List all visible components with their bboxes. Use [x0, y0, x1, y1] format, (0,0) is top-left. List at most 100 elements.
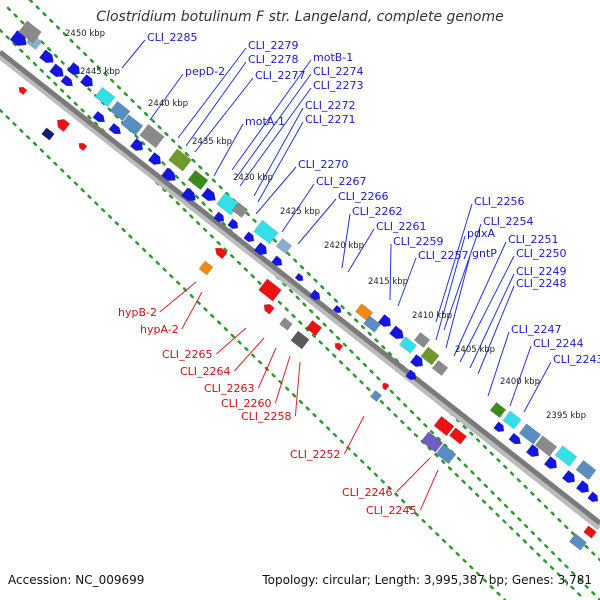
forward-gene: [253, 242, 267, 255]
reverse-gene: [435, 443, 457, 465]
gene-label-forward: CLI_2270: [298, 158, 349, 171]
forward-gene: [377, 314, 391, 327]
kbp-tick-label: 2450 kbp: [65, 29, 105, 39]
gene-label-forward: pepD-2: [185, 65, 225, 78]
label-leader-line: [159, 281, 197, 313]
forward-gene: [363, 315, 381, 333]
forward-gene: [109, 100, 131, 122]
gene-label-forward: CLI_2274: [313, 65, 364, 78]
label-leader-line: [445, 255, 471, 349]
label-leader-line: [181, 291, 203, 330]
label-leader-line: [341, 213, 351, 269]
reverse-gene: [263, 303, 275, 315]
forward-gene: [108, 122, 122, 135]
reverse-gene: [290, 330, 310, 350]
reverse-gene: [433, 415, 455, 437]
forward-gene: [489, 402, 507, 418]
gene-label-reverse: CLI_2245: [366, 504, 417, 517]
forward-gene: [139, 123, 165, 149]
forward-gene: [518, 423, 542, 445]
label-leader-line: [281, 183, 315, 233]
forward-gene: [525, 444, 539, 457]
gene-label-forward: CLI_2285: [147, 31, 198, 44]
gene-label-forward: motB-1: [313, 51, 353, 64]
forward-gene: [575, 459, 597, 481]
gene-label-forward: motA-1: [245, 115, 285, 128]
label-leader-line: [194, 77, 254, 153]
label-leader-line: [389, 243, 392, 301]
forward-gene: [94, 86, 116, 108]
forward-gene: [129, 138, 143, 151]
label-leader-line: [347, 228, 375, 273]
reverse-gene: [449, 427, 467, 445]
label-leader-line: [234, 337, 265, 372]
reverse-gene: [583, 525, 597, 539]
forward-gene: [18, 20, 42, 44]
gene-label-forward: CLI_2271: [305, 113, 356, 126]
gene-label-forward: pdxA: [467, 227, 495, 240]
label-leader-line: [149, 73, 184, 121]
gene-label-forward: CLI_2243: [553, 353, 600, 366]
forward-gene: [543, 456, 557, 469]
forward-gene: [294, 272, 304, 282]
reverse-gene: [334, 342, 344, 352]
label-leader-line: [274, 355, 291, 404]
gene-label-forward: CLI_2256: [474, 195, 525, 208]
forward-gene: [168, 148, 192, 172]
reverse-gene: [78, 142, 88, 152]
gene-label-forward: CLI_2250: [516, 247, 567, 260]
gene-label-reverse: CLI_2263: [204, 382, 255, 395]
gene-label-forward: CLI_2272: [305, 99, 356, 112]
gene-label-reverse: CLI_2258: [241, 410, 292, 423]
forward-gene: [187, 169, 209, 191]
gene-label-reverse: hypA-2: [140, 323, 179, 336]
forward-gene: [92, 110, 106, 123]
gene-label-forward: gntP: [472, 247, 497, 260]
kbp-tick-label: 2425 kbp: [280, 207, 320, 217]
forward-gene: [508, 432, 522, 445]
kbp-tick-label: 2445 kbp: [80, 67, 120, 77]
label-leader-line: [453, 241, 507, 357]
kbp-tick-label: 2405 kbp: [455, 345, 495, 355]
label-leader-line: [343, 415, 365, 455]
forward-gene: [587, 491, 599, 503]
label-leader-line: [469, 273, 515, 369]
forward-gene: [181, 187, 196, 202]
gene-label-forward: CLI_2247: [511, 323, 562, 336]
forward-gene: [253, 219, 279, 245]
label-leader-line: [459, 255, 515, 363]
forward-gene: [502, 410, 522, 430]
forward-gene: [227, 218, 239, 230]
gene-label-reverse: CLI_2265: [162, 348, 213, 361]
forward-gene: [534, 435, 558, 457]
kbp-tick-label: 2435 kbp: [192, 137, 232, 147]
gene-features: [9, 20, 599, 551]
forward-gene: [120, 114, 144, 136]
label-leader-line: [396, 457, 431, 493]
forward-gene: [409, 354, 423, 367]
label-leader-line: [487, 331, 510, 397]
forward-gene: [201, 187, 216, 202]
forward-gene: [79, 74, 93, 87]
forward-gene: [355, 303, 373, 321]
gene-label-forward: CLI_2249: [516, 265, 567, 278]
forward-gene: [275, 238, 293, 254]
genome-backbone-line: [0, 50, 600, 525]
forward-gene: [66, 62, 80, 75]
label-leader-line: [253, 107, 304, 197]
label-leader-lines: [121, 39, 552, 511]
reverse-gene: [420, 431, 444, 453]
forward-gene: [60, 74, 74, 87]
forward-gene: [147, 152, 161, 165]
kbp-tick-label: 2410 kbp: [412, 311, 452, 321]
reverse-gene: [18, 86, 28, 96]
gene-label-reverse: CLI_2246: [342, 486, 393, 499]
reverse-gene: [258, 278, 282, 302]
reverse-gene: [279, 317, 293, 331]
label-leader-line: [294, 361, 301, 417]
